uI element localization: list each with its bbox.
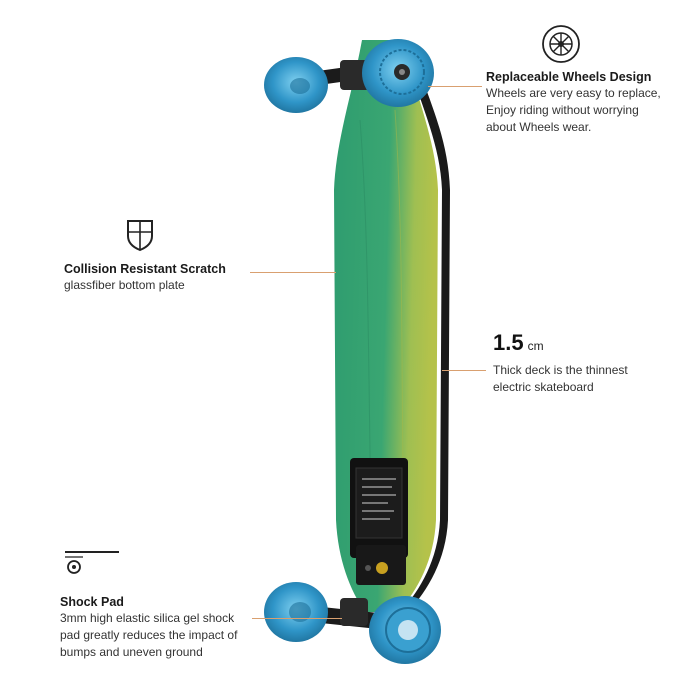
collision-leader-line [250, 272, 336, 273]
shock-desc-line-1: 3mm high elastic silica gel shock [60, 611, 235, 625]
shock-desc-line-2: pad greatly reduces the impact of [60, 628, 238, 642]
shock-desc-line-3: bumps and uneven ground [60, 645, 203, 659]
wheels-desc-line-2: Enjoy riding without worrying [486, 103, 639, 117]
wheels-desc-line-1: Wheels are very easy to replace, [486, 86, 661, 100]
shield-icon [127, 220, 153, 252]
thickness-leader-line [442, 370, 486, 371]
wheels-callout: Replaceable Wheels Design Wheels are ver… [486, 70, 691, 136]
shock-leader-line [252, 618, 342, 619]
collision-callout: Collision Resistant Scratch glassfiber b… [64, 262, 254, 294]
collision-desc-line-1: glassfiber bottom plate [64, 278, 185, 292]
shock-title: Shock Pad [60, 595, 124, 609]
wheels-desc-line-3: about Wheels wear. [486, 120, 592, 134]
thickness-desc-line-1: Thick deck is the thinnest [493, 363, 628, 377]
wheels-leader-line [428, 86, 482, 87]
collision-title: Collision Resistant Scratch [64, 262, 226, 276]
thickness-unit: cm [527, 339, 544, 353]
shock-pad-icon [65, 551, 119, 574]
wheel-icon [542, 25, 580, 63]
shock-callout: Shock Pad 3mm high elastic silica gel sh… [60, 595, 270, 661]
thickness-value: 1.5 [493, 330, 524, 355]
thickness-desc-line-2: electric skateboard [493, 380, 594, 394]
wheels-title: Replaceable Wheels Design [486, 70, 652, 84]
